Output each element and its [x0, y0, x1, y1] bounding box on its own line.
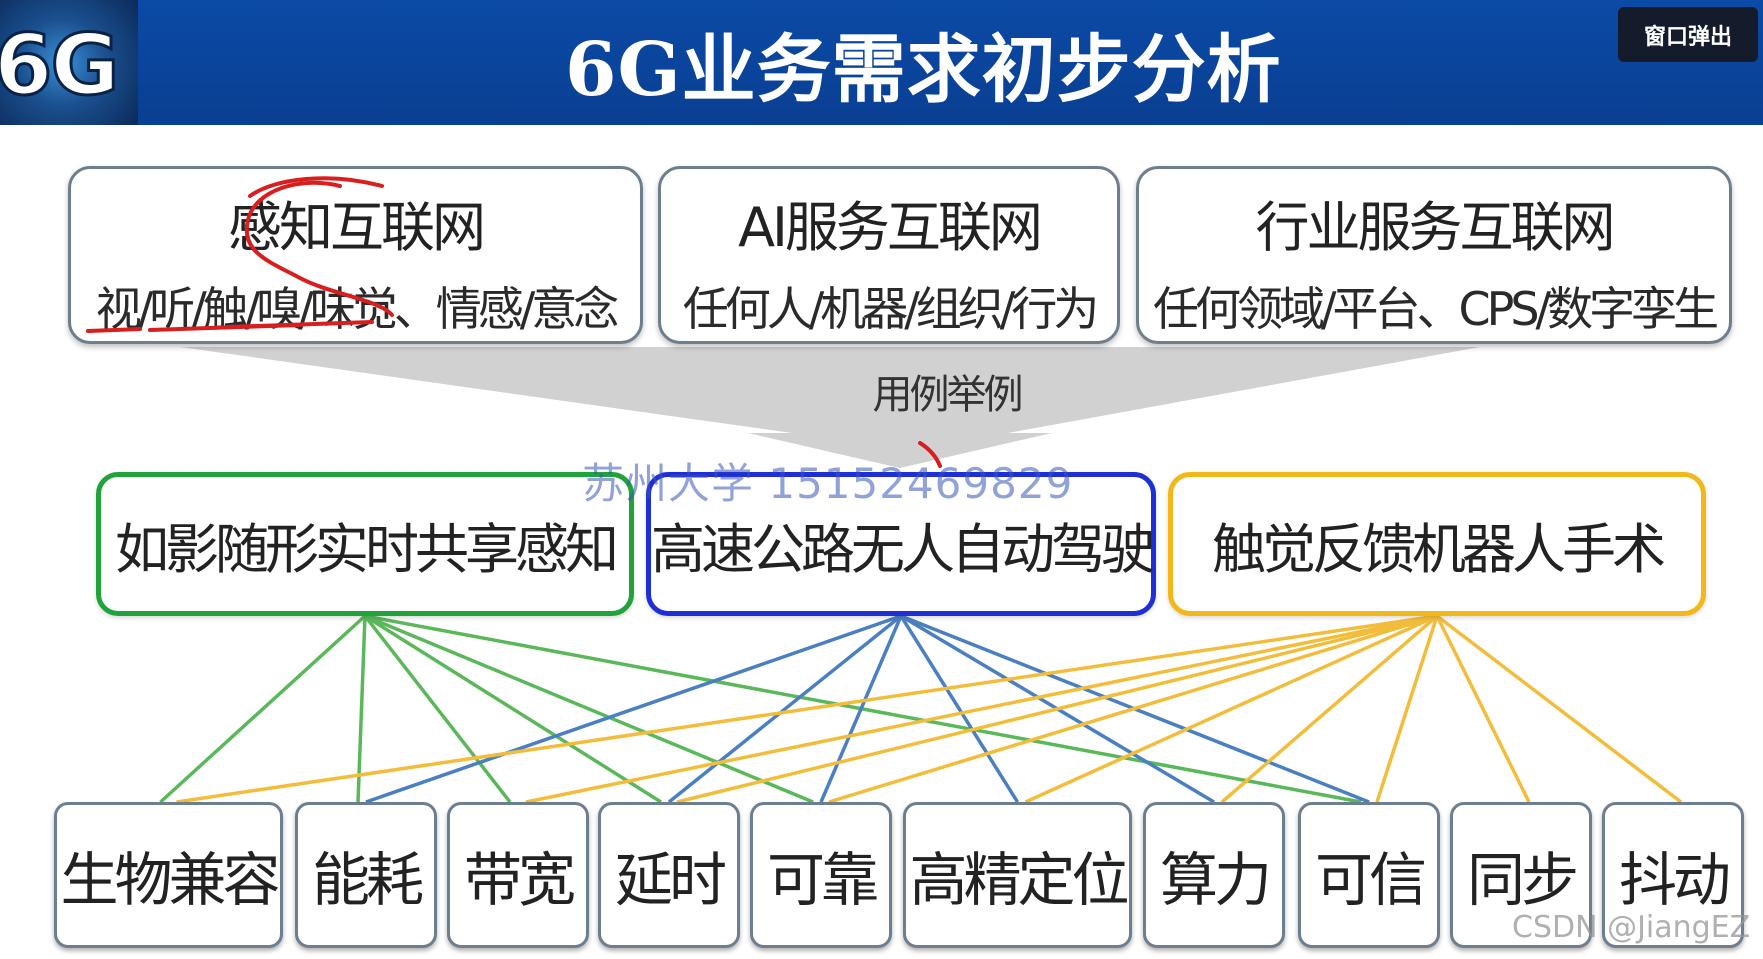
csdn-watermark: CSDN @JiangEZ	[1512, 910, 1750, 945]
annotation-strokes	[88, 178, 940, 466]
school-watermark: 苏州大学 15152469829	[582, 450, 1073, 511]
